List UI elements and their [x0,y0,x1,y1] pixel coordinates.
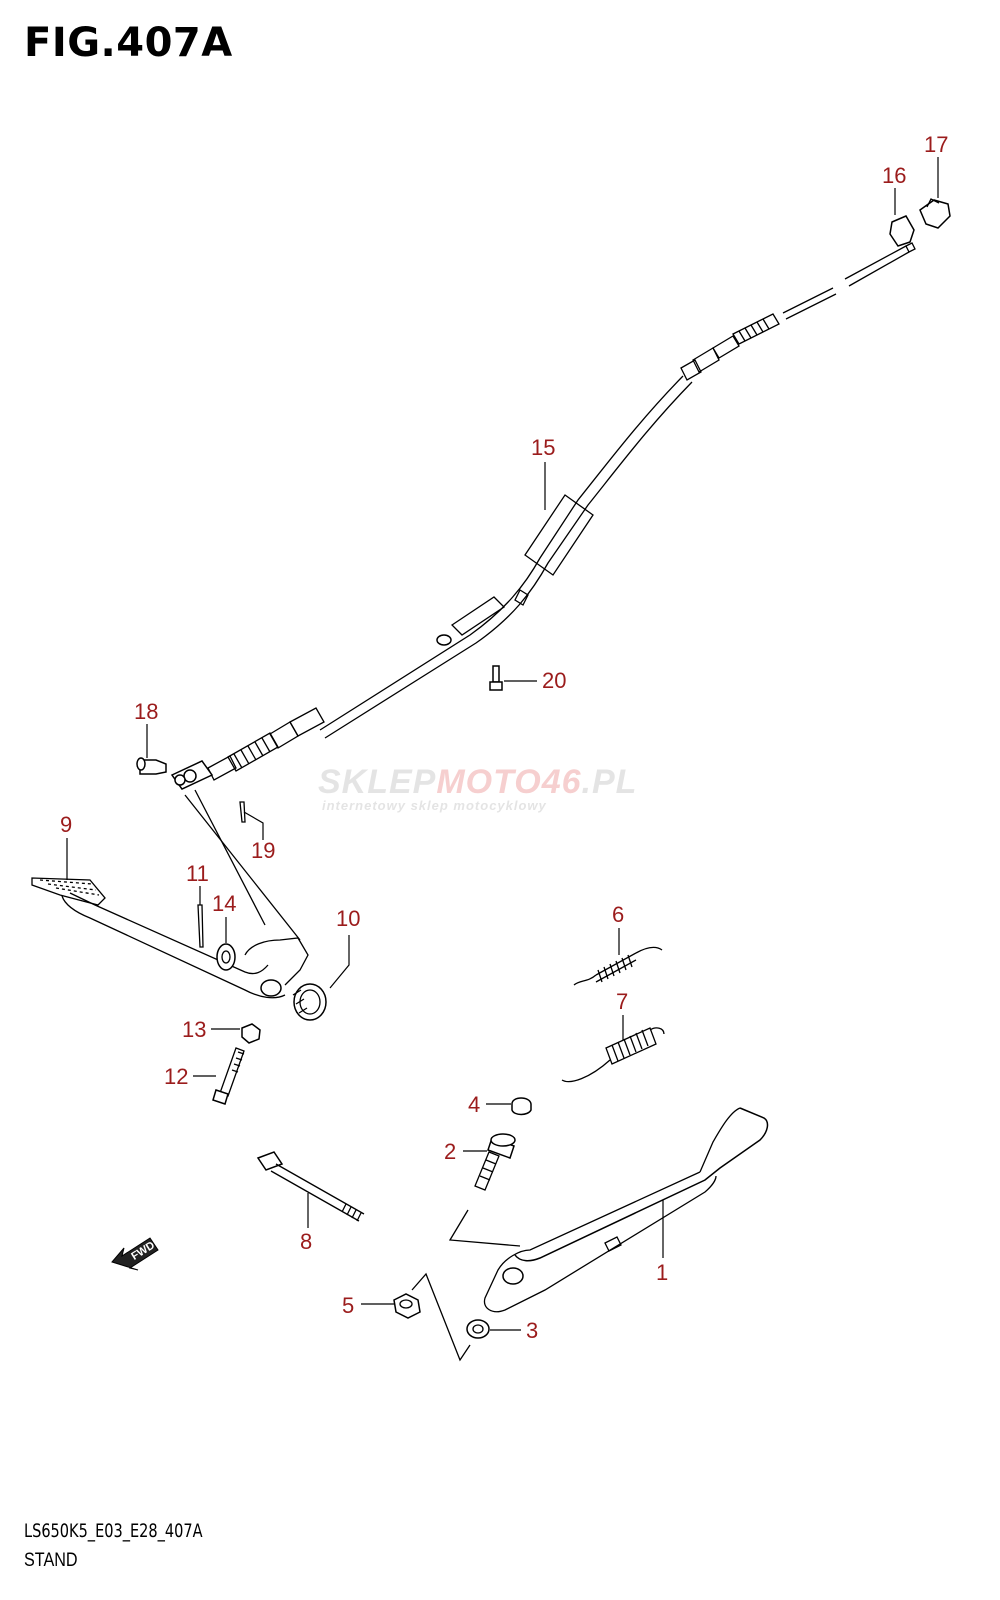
cable-assembly [170,242,916,790]
watermark-tagline: internetowy sklep motocyklowy [322,798,547,813]
callout-6: 6 [612,902,624,927]
callout-9: 9 [60,812,72,837]
pedal-assembly [31,789,327,1021]
callout-10: 10 [336,906,360,931]
small-bolt [489,665,503,691]
callout-1: 1 [656,1260,668,1285]
callout-17: 17 [924,132,948,157]
callout-7: 7 [616,989,628,1014]
rubber-cap [511,1097,532,1116]
clevis-pin [136,757,167,775]
diagram-code: LS650K5_E03_E28_407A [24,1520,203,1542]
callout-4: 4 [468,1092,480,1117]
callout-12: 12 [164,1064,188,1089]
side-stand [483,1107,769,1313]
callout-18: 18 [134,699,158,724]
callout-11: 11 [186,861,209,886]
callout-8: 8 [300,1229,312,1254]
leader-lines [66,157,939,1331]
nut-and-bolt [212,1023,261,1105]
stand-washer [466,1319,490,1339]
callout-labels: 1 2 3 4 5 6 7 8 9 10 11 12 13 14 15 16 1… [60,132,948,1343]
watermark-brand-1: SKLEP [318,763,437,801]
callout-16: 16 [882,163,906,188]
pivot-bolt [474,1133,516,1191]
stand-nut [393,1293,421,1319]
callout-3: 3 [526,1318,538,1343]
callout-14: 14 [212,891,236,916]
spring-small [573,946,663,986]
watermark-brand-2: MOTO46 [436,763,582,801]
diagram-name: STAND [24,1550,78,1571]
callout-20: 20 [542,668,566,693]
callout-2: 2 [444,1139,456,1164]
watermark: SKLEPMOTO46.PL internetowy sklep motocyk… [318,763,637,813]
assembly-line-2 [411,1272,471,1362]
callout-15: 15 [531,435,555,460]
cable-end-fittings [889,198,951,247]
watermark-brand-3: .PL [581,763,638,801]
washer [216,943,236,971]
cotter-pin [239,801,246,823]
long-bolt [256,1151,365,1222]
assembly-line [448,1209,521,1247]
fwd-arrow-icon: FWD [111,1237,159,1271]
callout-5: 5 [342,1293,354,1318]
spring-large [561,1027,665,1083]
callout-19: 19 [251,838,275,863]
figure-title: FIG.407A [24,20,233,66]
callout-13: 13 [182,1017,206,1042]
split-pin [197,904,204,948]
